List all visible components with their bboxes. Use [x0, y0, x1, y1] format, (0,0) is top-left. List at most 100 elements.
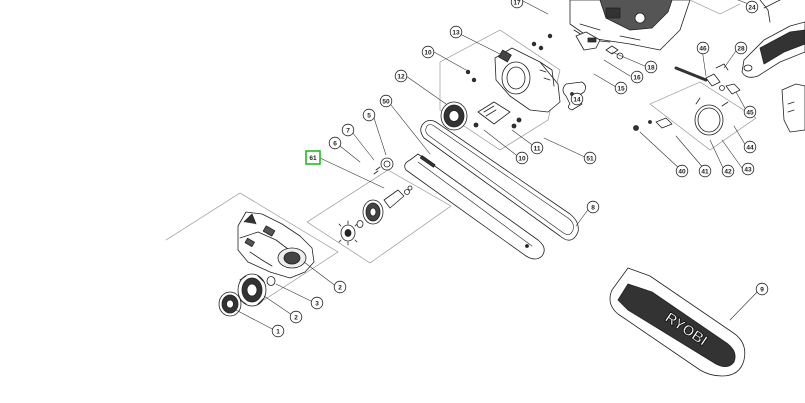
top-boundary — [689, 0, 741, 15]
callout-circle — [644, 60, 658, 74]
callout-c45[interactable]: 45 — [743, 105, 757, 119]
callout-c24[interactable]: 24 — [745, 0, 759, 14]
callout-circle — [379, 94, 393, 108]
callout-circle — [510, 0, 524, 9]
brake-lever — [633, 117, 673, 131]
cover-right-edge — [781, 83, 805, 133]
callout-c10b[interactable]: 10 — [515, 151, 529, 165]
callout-number: 46 — [699, 45, 707, 52]
callout-c10a[interactable]: 10 — [421, 45, 435, 59]
drive-wheel — [237, 273, 267, 307]
callout-circle — [362, 108, 376, 122]
brake-band-boundary — [649, 81, 757, 151]
rear-handle — [741, 0, 805, 78]
callout-c6[interactable]: 6 — [328, 136, 342, 150]
callout-circle — [741, 162, 755, 176]
callout-c40[interactable]: 40 — [675, 164, 689, 178]
callout-circle — [570, 92, 584, 106]
callout-c41[interactable]: 41 — [698, 164, 712, 178]
callout-circle — [333, 280, 347, 294]
callout-c46[interactable]: 46 — [696, 41, 710, 55]
chain-tensioner-plate — [383, 185, 413, 209]
callout-c18[interactable]: 18 — [644, 60, 658, 74]
callout-circle — [630, 70, 644, 84]
sprocket-gear — [338, 220, 358, 246]
leader-lines — [235, 0, 761, 332]
callout-number: 44 — [746, 144, 754, 151]
callout-number: 11 — [534, 145, 541, 152]
side-cover — [494, 47, 561, 113]
callout-number: 13 — [452, 29, 460, 36]
callout-c11[interactable]: 11 — [530, 141, 544, 155]
highlight-label: 61 — [309, 155, 317, 162]
callout-circle — [289, 310, 303, 324]
callout-circle — [698, 164, 712, 178]
callout-c43[interactable]: 43 — [741, 162, 755, 176]
callout-circle — [586, 200, 600, 214]
small-screws-upper — [465, 33, 553, 83]
clutch-cover-gear — [440, 101, 468, 131]
sprocket-washer — [356, 220, 364, 228]
callout-number: 51 — [586, 155, 594, 162]
callout-circle — [721, 164, 735, 178]
callout-number: 7 — [346, 127, 350, 134]
callout-circle — [341, 123, 355, 137]
callout-c17[interactable]: 17 — [510, 0, 524, 9]
callout-c13[interactable]: 13 — [449, 25, 463, 39]
callout-c44[interactable]: 44 — [743, 140, 757, 154]
callout-number: 43 — [744, 166, 752, 173]
callout-number: 12 — [397, 73, 405, 80]
callout-number: 40 — [678, 168, 686, 175]
guide-bar — [404, 153, 545, 260]
callout-c15[interactable]: 15 — [614, 81, 628, 95]
callout-circle — [394, 69, 408, 83]
callout-c42[interactable]: 42 — [721, 164, 735, 178]
callout-c51[interactable]: 51 — [583, 151, 597, 165]
callout-circle — [743, 140, 757, 154]
bar-scabbard — [609, 267, 746, 377]
callout-c2a[interactable]: 2 — [333, 280, 347, 294]
callout-c8[interactable]: 8 — [586, 200, 600, 214]
highlighted-callout-61[interactable]: 61 — [305, 150, 321, 165]
group-boundary-left — [165, 192, 339, 301]
callout-number: 24 — [748, 4, 756, 11]
callout-c9[interactable]: 9 — [755, 282, 769, 296]
gear-housing — [237, 211, 315, 279]
callout-number: 28 — [737, 45, 745, 52]
callout-c14[interactable]: 14 — [570, 92, 584, 106]
clutch-drum — [218, 291, 242, 317]
callout-number: 6 — [333, 140, 337, 147]
callout-number: 5 — [367, 112, 371, 119]
callout-number: 18 — [647, 64, 655, 71]
highlight-box — [305, 150, 321, 165]
trigger-lever — [705, 63, 741, 95]
callout-c7[interactable]: 7 — [341, 123, 355, 137]
callout-number: 42 — [724, 168, 732, 175]
callout-circle — [421, 45, 435, 59]
callout-circle — [310, 296, 324, 310]
callout-number: 1 — [276, 328, 280, 335]
callout-c2b[interactable]: 2 — [289, 310, 303, 324]
callout-circle — [614, 81, 628, 95]
callout-c3[interactable]: 3 — [310, 296, 324, 310]
callout-circle — [675, 164, 689, 178]
callout-number: 10 — [518, 155, 526, 162]
callout-circle — [515, 151, 529, 165]
callout-number: 50 — [382, 98, 390, 105]
callout-c28[interactable]: 28 — [734, 41, 748, 55]
drive-sprocket — [362, 199, 384, 225]
callout-number: 8 — [591, 204, 595, 211]
callout-c5[interactable]: 5 — [362, 108, 376, 122]
callout-c12[interactable]: 12 — [394, 69, 408, 83]
motor-assembly — [569, 0, 691, 51]
spring — [674, 66, 708, 82]
group-boundary-upper — [439, 29, 561, 151]
label-plate — [473, 101, 522, 129]
callout-c16[interactable]: 16 — [630, 70, 644, 84]
callout-c50[interactable]: 50 — [379, 94, 393, 108]
callout-number: 41 — [701, 168, 709, 175]
callout-c1[interactable]: 1 — [271, 324, 285, 338]
callout-circle — [449, 25, 463, 39]
